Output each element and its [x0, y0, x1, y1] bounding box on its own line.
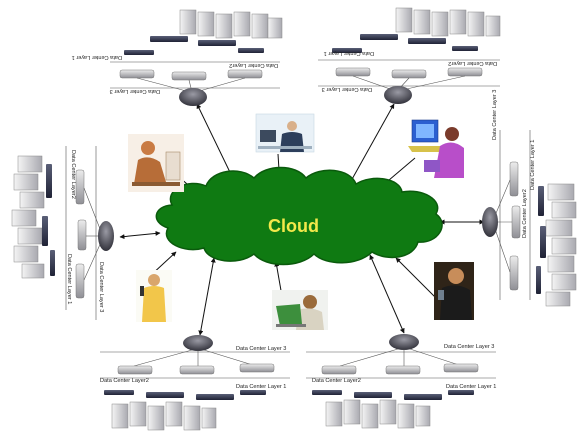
aggregation-switch-row: [119, 69, 263, 81]
link-bottom-left-dc: [198, 257, 216, 336]
dc-layer1-label: Data Center Layer 1: [66, 254, 72, 304]
dc-layer1-label: Data Center Layer 1: [324, 50, 374, 56]
user-office-worker-icon: [255, 113, 315, 153]
dc-layer3-label: Data Center Layer 3: [110, 88, 160, 94]
aggregation-switch-row: [509, 161, 521, 291]
dc-layer3-label: Data Center Layer 3: [492, 90, 498, 140]
user-phone-woman-icon: [136, 270, 172, 322]
aggregation-switch-row: [75, 169, 87, 299]
dc-layer2-label: Data Center Layer2: [448, 60, 497, 66]
switch-row: [312, 390, 474, 400]
dc-layer2-label: Data Center Layer2: [522, 189, 528, 238]
server-rack-group: [111, 401, 217, 431]
aggregation-switch-row: [321, 363, 479, 375]
user-desk-headset-icon: [128, 134, 184, 192]
dc-layer2-label: Data Center Layer2: [100, 378, 149, 384]
server-rack-group: [545, 183, 577, 307]
data-center-top-right: Data Center Layer 1 Data Center Layer2 D…: [318, 7, 501, 104]
dc-layer1-label: Data Center Layer 1: [530, 140, 536, 190]
data-center-right: Data Center Layer 3 Data Center Layer2 D…: [482, 90, 577, 307]
link-left-dc: [119, 230, 161, 240]
core-router-icon: [389, 334, 419, 350]
user-laptop-woman-icon: [272, 290, 328, 330]
dc-layer3-label: Data Center Layer 3: [236, 346, 286, 352]
data-center-bottom-left: Data Center Layer 3 Data Center Layer2 D…: [100, 335, 290, 431]
switch-row: [536, 186, 546, 294]
server-rack-group: [179, 9, 283, 39]
core-router-icon: [179, 88, 207, 106]
dc-layer3-label: Data Center Layer 3: [322, 86, 372, 92]
cloud: Cloud: [155, 166, 443, 266]
aggregation-switch-row: [335, 67, 483, 79]
user-computer-woman-icon: [408, 119, 464, 178]
dc-layer1-label: Data Center Layer 1: [72, 54, 122, 60]
dc-layer2-label: Data Center Layer2: [229, 62, 278, 68]
dc-layer2-label: Data Center Layer2: [312, 378, 361, 384]
data-center-top-left: Data Center Layer 1 Data Center Layer2 D…: [72, 9, 283, 106]
core-router-icon: [183, 335, 213, 351]
dc-layer3-label: Data Center Layer 3: [98, 262, 104, 312]
data-center-left: Data Center Layer2 Data Center Layer 1 D…: [11, 146, 114, 320]
server-rack-group: [11, 155, 45, 279]
link-bottom-right-dc: [369, 254, 405, 334]
server-rack-group: [325, 399, 431, 429]
aggregation-switch-row: [117, 363, 275, 375]
cloud-shape: [155, 166, 443, 266]
dc-layer2-label: Data Center Layer2: [70, 150, 76, 199]
core-router-icon: [98, 221, 114, 251]
dc-layer3-label: Data Center Layer 3: [444, 344, 494, 350]
link-top-right-dc: [345, 103, 395, 191]
dc-layer1-label: Data Center Layer 1: [236, 384, 286, 390]
switch-row: [104, 390, 266, 400]
core-router-icon: [384, 86, 412, 104]
switch-row: [124, 36, 264, 55]
server-rack-group: [395, 7, 501, 37]
cloud-label: Cloud: [268, 216, 319, 236]
link-user-mobile: [395, 257, 441, 303]
core-router-icon: [482, 207, 498, 237]
dc-layer1-label: Data Center Layer 1: [446, 384, 496, 390]
data-center-bottom-right: Data Center Layer 3 Data Center Layer2 D…: [306, 334, 496, 429]
switch-row: [332, 34, 478, 53]
switch-row: [42, 164, 55, 276]
user-mobile-woman-icon: [434, 262, 474, 320]
